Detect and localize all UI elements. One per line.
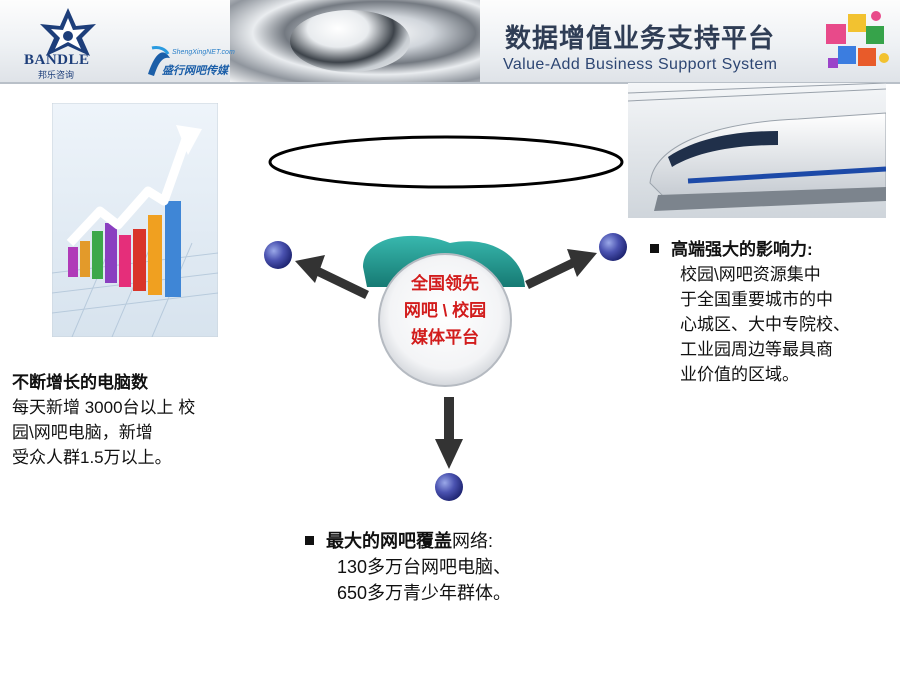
hub-label-line2: 网吧 \ 校园 <box>403 301 487 320</box>
left-text-block: 不断增长的电脑数 每天新增 3000台以上 校 园\网吧电脑，新增 受众人群1.… <box>12 370 252 470</box>
page-subtitle: Value-Add Business Support System <box>503 56 778 73</box>
shengxing-logo-url: ShengXingNET.com <box>172 49 235 56</box>
hub-label: 全国领先 网吧 \ 校园 媒体平台 <box>380 270 510 351</box>
hub-label-line3: 媒体平台 <box>411 328 479 347</box>
right-block-title: 高端强大的影响力: <box>671 240 813 259</box>
puzzle-pieces-icon <box>826 11 889 68</box>
node-right <box>599 233 627 261</box>
right-block-line5: 业价值的区域。 <box>680 365 799 384</box>
left-block-line2: 园\网吧电脑，新增 <box>12 423 153 442</box>
arrow-down-icon <box>435 397 463 469</box>
bottom-block-line2: 650多万青少年群体。 <box>337 583 512 603</box>
right-block-line4: 工业园周边等最具商 <box>680 340 833 359</box>
bottom-block-title-rest: 网络: <box>452 531 494 551</box>
bottom-text-block: 最大的网吧覆盖网络: 130多万台网吧电脑、 650多万青少年群体。 <box>305 528 625 606</box>
arrow-right-icon <box>525 249 597 290</box>
node-bottom <box>435 473 463 501</box>
hub-circle <box>378 253 512 387</box>
bandle-logo-icon <box>40 8 96 56</box>
bandle-logo-text: BANDLE <box>24 52 90 68</box>
bandle-logo-subtext: 邦乐咨询 <box>38 70 75 80</box>
hub-label-line1: 全国领先 <box>411 274 479 293</box>
bottom-block-line1: 130多万台网吧电脑、 <box>337 557 512 577</box>
left-block-title: 不断增长的电脑数 <box>12 373 148 392</box>
bullet-icon <box>650 244 659 253</box>
right-block-line2: 于全国重要城市的中 <box>680 290 833 309</box>
hub-diagram <box>264 233 627 501</box>
chrome-sphere-decoration <box>290 10 410 72</box>
header-banner: BANDLE 邦乐咨询 ShengXingNET.com 盛行网吧传媒 数据增值… <box>0 0 900 84</box>
bullet-icon <box>305 536 314 545</box>
page-title: 数据增值业务支持平台 <box>505 23 776 53</box>
bottom-block-title-bold: 最大的网吧覆盖 <box>326 531 452 551</box>
empty-ellipse-callout <box>268 135 624 189</box>
growth-chart-image <box>52 103 218 337</box>
right-block-line1: 校园\网吧资源集中 <box>680 265 821 284</box>
shengxing-logo-text: 盛行网吧传媒 <box>162 65 228 77</box>
bullet-train-image <box>628 83 886 218</box>
node-left <box>264 241 292 269</box>
shengxing-logo-icon <box>148 46 170 76</box>
right-block-line3: 心城区、大中专院校、 <box>680 315 850 334</box>
left-block-line1: 每天新增 3000台以上 校 <box>12 398 196 417</box>
right-text-block: 高端强大的影响力: 校园\网吧资源集中 于全国重要城市的中 心城区、大中专院校、… <box>650 237 890 387</box>
left-block-line3: 受众人群1.5万以上。 <box>12 448 172 467</box>
arrow-left-icon <box>295 255 369 300</box>
